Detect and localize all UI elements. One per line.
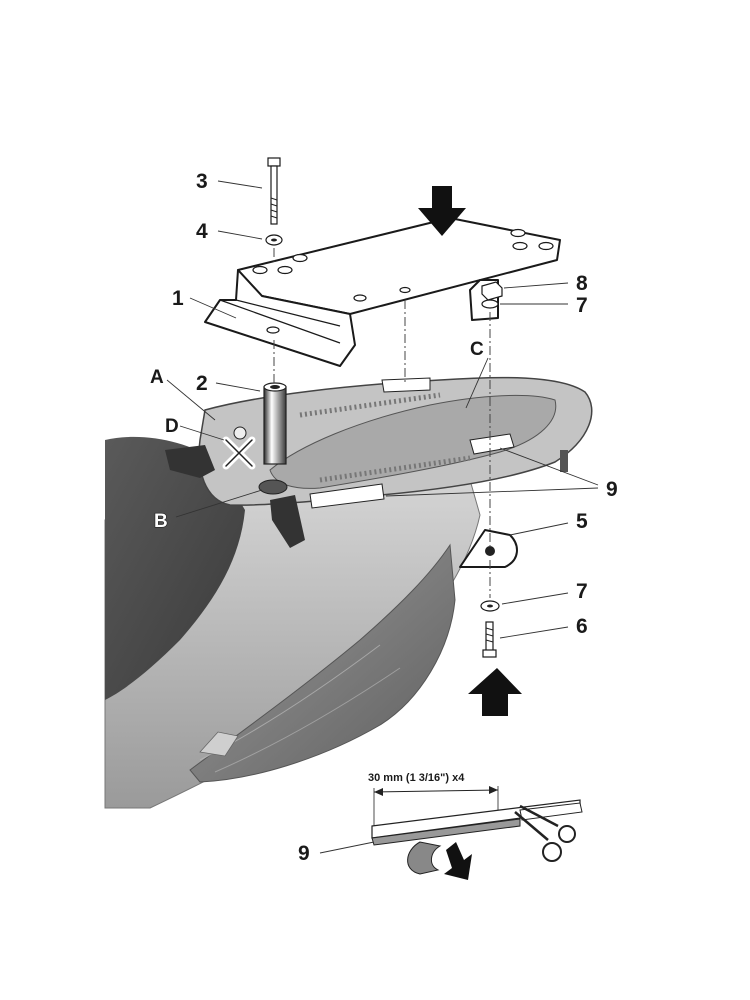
- callout-7-lower: 7: [576, 580, 588, 603]
- assembly-axes: [273, 248, 491, 598]
- callout-9-bottom: 9: [298, 842, 310, 865]
- callout-9-right: 9: [606, 478, 618, 501]
- washer-7-upper: [481, 299, 499, 309]
- callout-1: 1: [172, 287, 184, 310]
- callout-2: 2: [196, 372, 208, 395]
- callout-8: 8: [576, 272, 588, 295]
- arrow-diagonal-icon: [444, 842, 472, 880]
- arrow-up-icon: [468, 668, 522, 716]
- cross-mark-icon: [222, 436, 256, 470]
- label-d: D: [165, 416, 179, 437]
- spacer-2: [263, 382, 287, 465]
- callout-7-upper: 7: [576, 294, 588, 317]
- mounting-plate: [204, 217, 561, 367]
- mount-hole-b: [258, 479, 288, 495]
- bolt-6: [482, 621, 497, 658]
- label-c: C: [470, 339, 484, 360]
- callout-3: 3: [196, 170, 208, 193]
- callout-4: 4: [196, 220, 208, 243]
- label-a: A: [150, 367, 164, 388]
- measurement-label: 30 mm (1 3/16") x4: [368, 772, 465, 784]
- peeled-backing: [407, 841, 442, 875]
- callout-6: 6: [576, 615, 588, 638]
- scissors-icon: [514, 804, 576, 862]
- arrow-down-icon: [418, 186, 466, 236]
- taillight: [189, 543, 456, 783]
- seat: [105, 436, 245, 700]
- label-b: B: [154, 511, 168, 532]
- leader-lines: [166, 180, 599, 854]
- callout-5: 5: [576, 510, 588, 533]
- nut-8: [481, 281, 503, 301]
- motorcycle-rear: [104, 376, 593, 809]
- cutting-detail: 30 mm (1 3/16") x4: [368, 772, 583, 880]
- bolt-3: [267, 157, 281, 225]
